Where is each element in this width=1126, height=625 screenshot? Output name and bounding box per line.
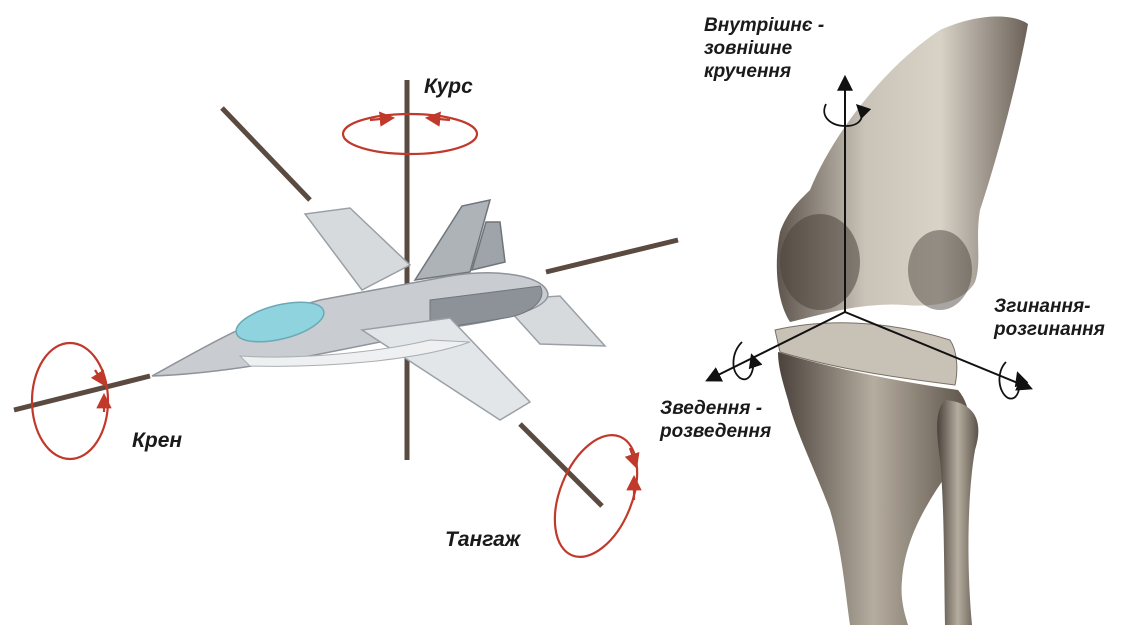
knee-abduction-label: Зведення - розведення <box>660 397 771 443</box>
pitch-label: Тангаж <box>445 527 520 552</box>
roll-axis-right <box>546 240 678 272</box>
jet-icon <box>152 200 605 420</box>
knee-rotation-label-line-1: Внутрішнє - <box>704 14 824 37</box>
tibia-bone <box>778 352 969 625</box>
yaw-label: Курс <box>424 74 473 99</box>
knee-abduction-label-line-2: розведення <box>660 420 771 443</box>
pitch-axis-lower <box>520 424 602 506</box>
knee-rotation-label-line-3: кручення <box>704 60 824 83</box>
knee-diagram <box>708 16 1030 625</box>
knee-flexion-label: Згинання- розгинання <box>994 295 1105 341</box>
pitch-axis-upper <box>222 108 310 200</box>
knee-rotation-label: Внутрішнє - зовнішне кручення <box>704 14 824 83</box>
pitch-rotation-icon <box>539 423 654 569</box>
knee-flexion-label-line-1: Згинання- <box>994 295 1105 318</box>
roll-label: Крен <box>132 428 182 453</box>
yaw-rotation-icon <box>343 114 477 154</box>
knee-abduction-label-line-1: Зведення - <box>660 397 771 420</box>
knee-rotation-label-line-2: зовнішне <box>704 37 824 60</box>
fibula-bone <box>937 400 978 625</box>
abduction-rotation-icon <box>733 342 753 379</box>
knee-flexion-label-line-2: розгинання <box>994 318 1105 341</box>
aircraft-diagram <box>14 80 678 569</box>
